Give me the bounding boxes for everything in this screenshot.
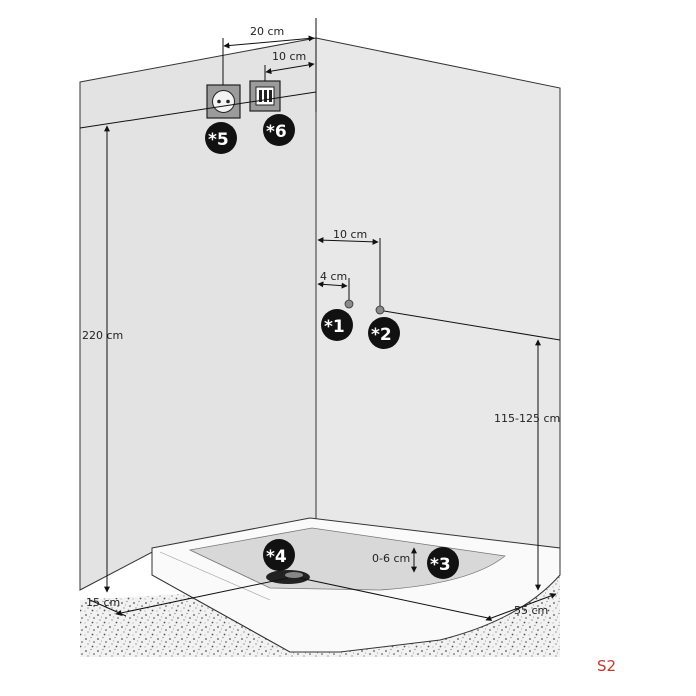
svg-text:*3: *3 [430, 555, 451, 575]
page-code: S2 [597, 657, 616, 675]
svg-text:*2: *2 [371, 325, 392, 345]
marker-1: *1 [321, 309, 353, 341]
marker-2: *2 [368, 317, 400, 349]
svg-text:*5: *5 [208, 130, 229, 150]
power-socket [206, 84, 241, 119]
svg-text:*1: *1 [324, 317, 345, 337]
dim-0-6cm: 0-6 cm [372, 552, 410, 565]
dim-10cm-top: 10 cm [272, 50, 306, 63]
marker-4: *4 [263, 539, 295, 571]
dim-115-125cm: 115-125 cm [494, 412, 560, 425]
valve-connection-2 [375, 305, 385, 315]
marker-3: *3 [427, 547, 459, 579]
marker-6: *6 [263, 114, 295, 146]
dim-220cm: 220 cm [82, 329, 123, 342]
dim-15cm: 15 cm [86, 596, 120, 609]
dim-4cm: 4 cm [320, 270, 347, 283]
drain-cover [285, 572, 303, 578]
svg-text:*6: *6 [266, 122, 287, 142]
dimension-lines [79, 18, 561, 621]
valve-connection-1 [344, 299, 354, 309]
svg-text:*4: *4 [266, 547, 287, 567]
marker-5: *5 [205, 122, 237, 154]
control-box [249, 80, 281, 112]
dim-20cm: 20 cm [250, 25, 284, 38]
dim-10cm-valves: 10 cm [333, 228, 367, 241]
dim-55cm: 55 cm [514, 604, 548, 617]
